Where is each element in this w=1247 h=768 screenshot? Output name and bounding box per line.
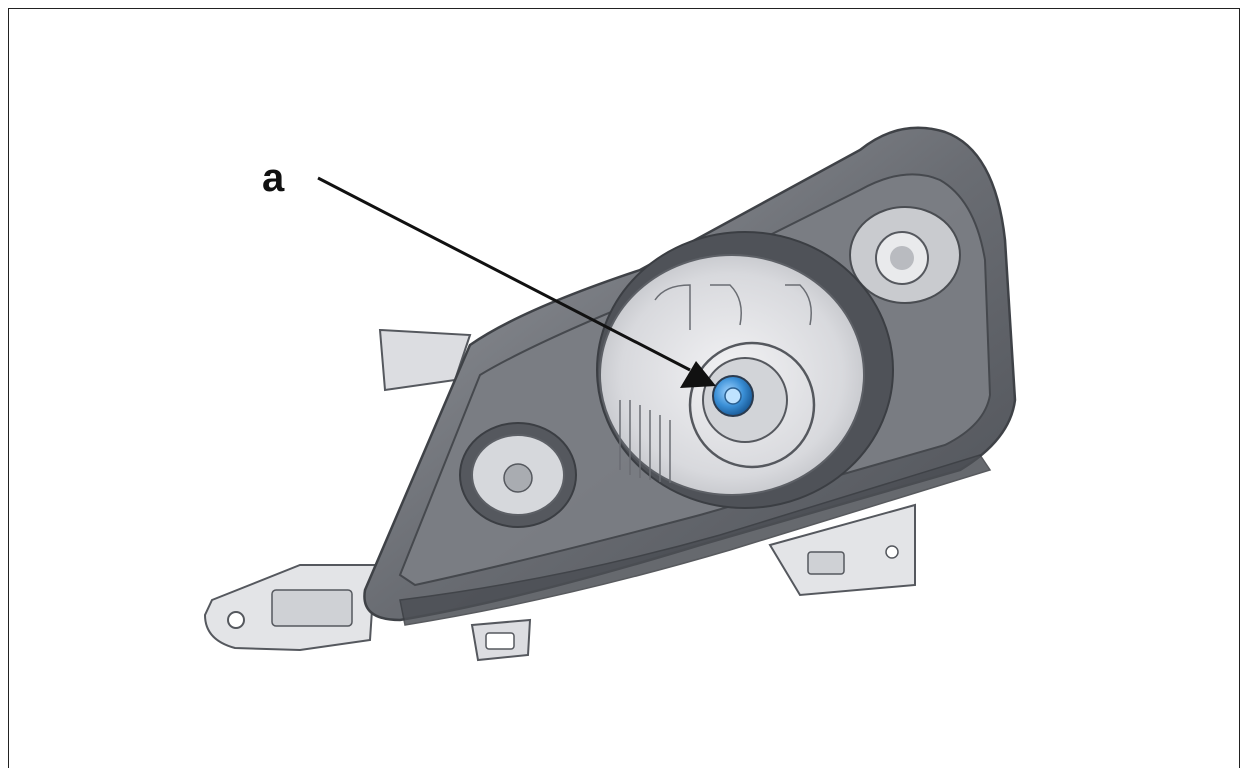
bulb-icon [712, 375, 754, 417]
mounting-bracket-right [768, 503, 916, 597]
callout-arrowhead [680, 361, 716, 388]
mounting-bracket-left [203, 564, 377, 652]
figure-frame [8, 8, 1240, 768]
mounting-tab-bottom [470, 618, 532, 662]
lower-trim [399, 454, 992, 626]
callout-leader-line [317, 176, 716, 388]
position-lamp-reflector [849, 206, 961, 304]
main-reflector [596, 231, 894, 509]
fog-lamp [459, 422, 577, 528]
callout-label-a: a [262, 156, 285, 200]
